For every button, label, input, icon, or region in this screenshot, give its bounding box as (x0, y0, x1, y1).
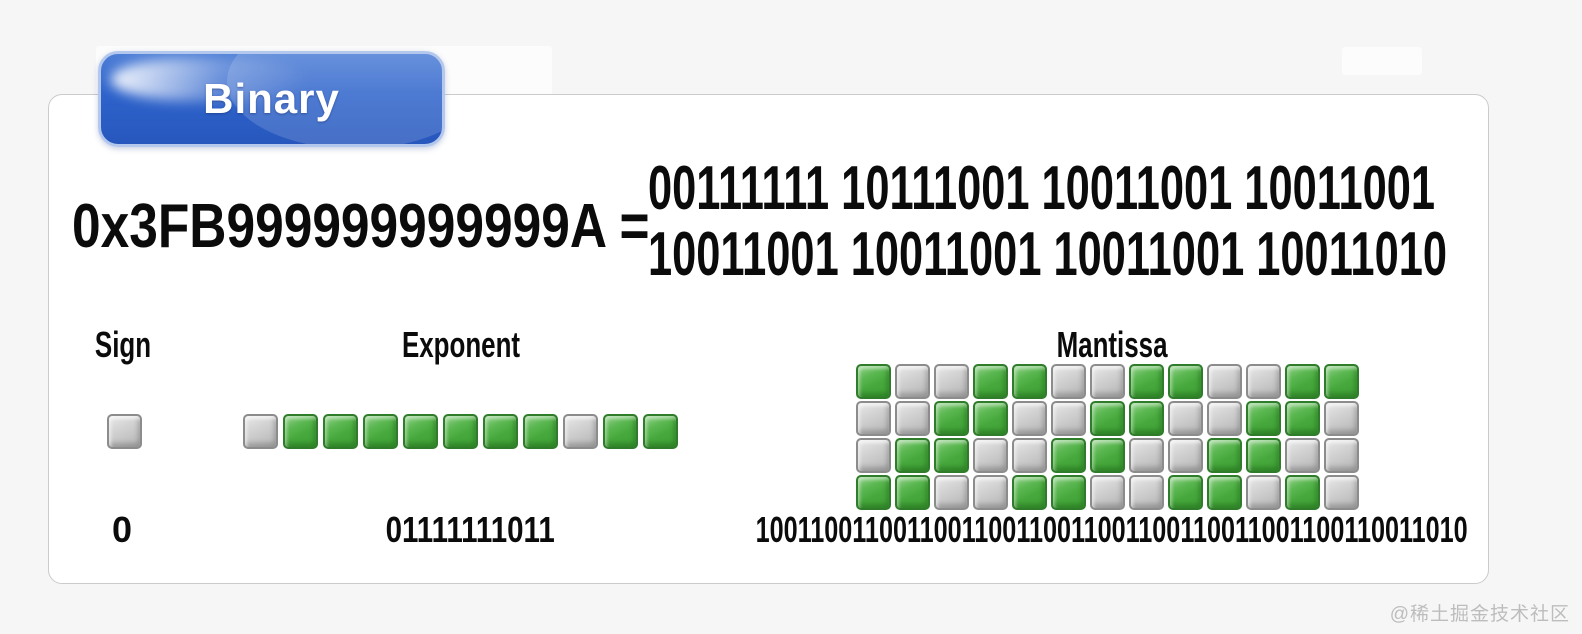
bit-1-square (1246, 401, 1281, 436)
bit-0-square (1324, 401, 1359, 436)
binary-badge-label: Binary (203, 75, 340, 122)
bit-1-square (1285, 364, 1320, 399)
bit-1-square (443, 414, 478, 449)
bit-0-square (1207, 401, 1242, 436)
bit-0-square (1168, 438, 1203, 473)
bit-1-square (1051, 438, 1086, 473)
bit-0-square (1012, 401, 1047, 436)
bit-1-square (1285, 475, 1320, 510)
bit-0-square (934, 364, 969, 399)
bit-1-square (1090, 438, 1125, 473)
bit-1-square (1090, 401, 1125, 436)
binary-bytes: 00111111 10111001 10011001 10011001 1001… (648, 156, 1582, 288)
bit-0-square (973, 475, 1008, 510)
bit-1-square (483, 414, 518, 449)
bit-1-square (895, 438, 930, 473)
exponent-bit-squares (243, 414, 678, 449)
bit-1-square (1324, 364, 1359, 399)
bit-1-square (1051, 475, 1086, 510)
bit-0-square (1285, 438, 1320, 473)
bit-0-square (856, 401, 891, 436)
bit-0-square (1168, 401, 1203, 436)
bit-0-square (1129, 438, 1164, 473)
mantissa-bit-string: 1001100110011001100110011001100110011001… (755, 509, 1469, 550)
bit-1-square (1168, 364, 1203, 399)
bit-1-square (856, 475, 891, 510)
bit-0-square (1051, 401, 1086, 436)
bit-1-square (934, 438, 969, 473)
binary-bytes-line-2: 10011001 10011001 10011001 10011010 (648, 220, 1447, 289)
bit-0-square (934, 475, 969, 510)
bit-0-square (1051, 364, 1086, 399)
bit-1-square (895, 475, 930, 510)
bit-0-square (1129, 475, 1164, 510)
bit-0-square (1246, 364, 1281, 399)
sign-bit-squares (107, 414, 142, 449)
mantissa-section-label: Mantissa (1056, 324, 1168, 365)
watermark: @稀土掘金技术社区 (1389, 604, 1570, 625)
binary-bytes-line-1: 00111111 10111001 10011001 10011001 (648, 154, 1436, 223)
bit-1-square (1012, 475, 1047, 510)
bit-0-square (973, 438, 1008, 473)
sign-bit-string: 0 (111, 509, 133, 550)
exponent-section-label: Exponent (401, 324, 521, 365)
bit-1-square (856, 364, 891, 399)
bit-0-square (1090, 475, 1125, 510)
bit-1-square (523, 414, 558, 449)
bit-1-square (1207, 475, 1242, 510)
bit-0-square (1012, 438, 1047, 473)
bit-0-square (1324, 475, 1359, 510)
bit-0-square (563, 414, 598, 449)
bit-1-square (603, 414, 638, 449)
bit-1-square (1207, 438, 1242, 473)
bit-1-square (323, 414, 358, 449)
bit-0-square (1207, 364, 1242, 399)
bit-0-square (243, 414, 278, 449)
bit-1-square (363, 414, 398, 449)
bit-0-square (895, 401, 930, 436)
bit-0-square (856, 438, 891, 473)
bit-1-square (1168, 475, 1203, 510)
bit-1-square (283, 414, 318, 449)
sign-section-label: Sign (94, 324, 152, 365)
bit-1-square (1129, 401, 1164, 436)
bit-0-square (107, 414, 142, 449)
background-artifact (1342, 47, 1422, 75)
bit-0-square (1324, 438, 1359, 473)
bit-1-square (934, 401, 969, 436)
bit-1-square (1285, 401, 1320, 436)
hex-value-text: 0x3FB999999999999A = (72, 192, 650, 261)
hex-value: 0x3FB999999999999A = (72, 196, 768, 258)
exponent-bit-string: 01111111011 (385, 509, 555, 550)
bit-0-square (1090, 364, 1125, 399)
bit-1-square (1246, 438, 1281, 473)
bit-1-square (1012, 364, 1047, 399)
bit-0-square (895, 364, 930, 399)
binary-badge-button[interactable]: Binary (98, 51, 445, 147)
bit-1-square (973, 401, 1008, 436)
bit-1-square (1129, 364, 1164, 399)
mantissa-bit-grid (856, 364, 1359, 510)
bit-1-square (643, 414, 678, 449)
bit-1-square (403, 414, 438, 449)
bit-0-square (1246, 475, 1281, 510)
bit-1-square (973, 364, 1008, 399)
